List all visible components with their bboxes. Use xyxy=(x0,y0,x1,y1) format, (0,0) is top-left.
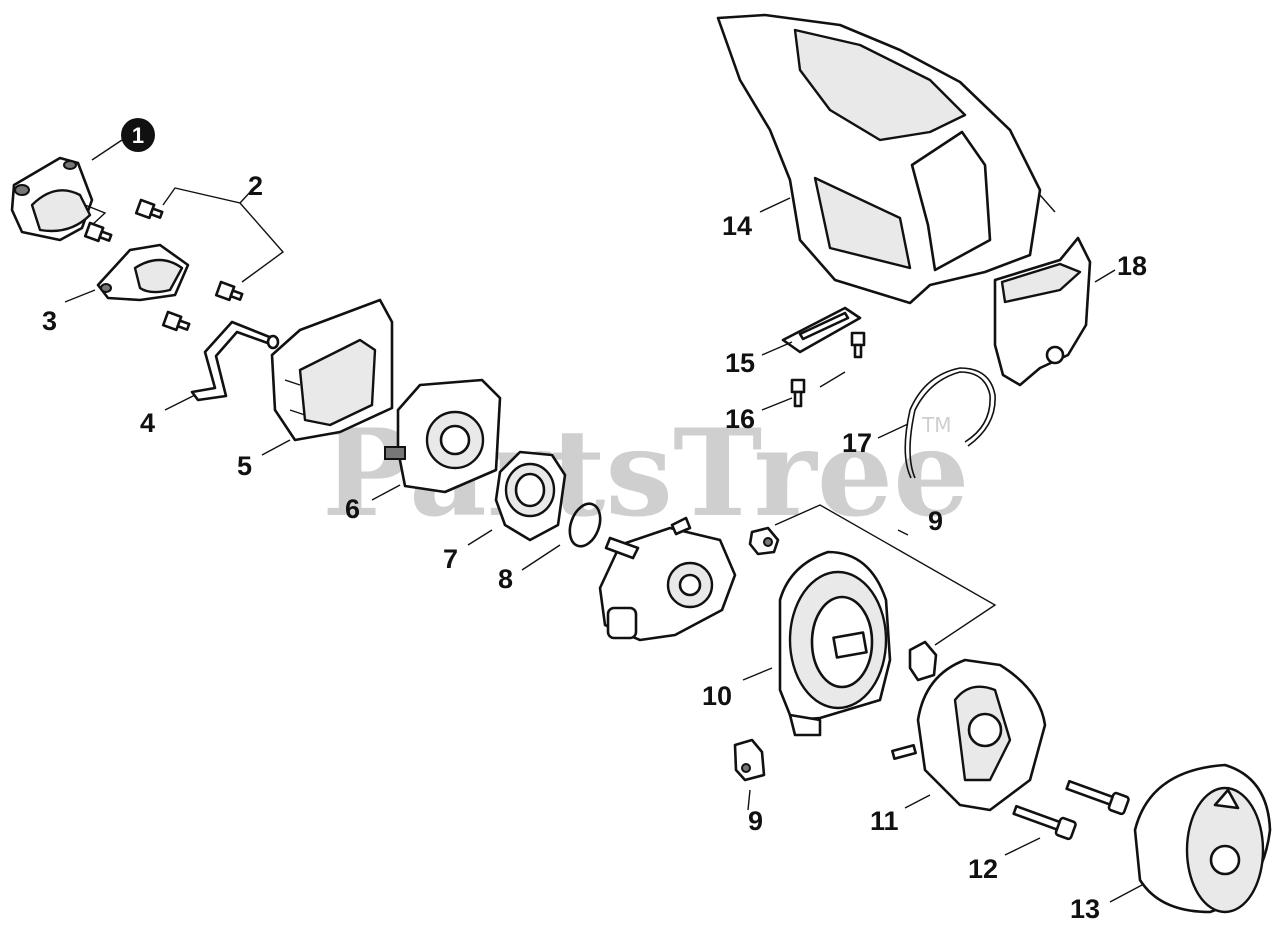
callout-15[interactable]: 15 xyxy=(725,348,755,378)
callout-8[interactable]: 8 xyxy=(498,564,513,594)
callout-13[interactable]: 13 xyxy=(1070,894,1100,924)
part-13-air-filter[interactable] xyxy=(1133,763,1272,914)
callout-4[interactable]: 4 xyxy=(140,408,155,438)
watermark-trademark: TM xyxy=(921,413,951,437)
part-4-hose[interactable] xyxy=(190,320,280,402)
callout-17[interactable]: 17 xyxy=(842,428,872,458)
callout-7[interactable]: 7 xyxy=(443,544,458,574)
part-15-bracket[interactable] xyxy=(781,306,862,354)
callout-12[interactable]: 12 xyxy=(968,854,998,884)
callout-18[interactable]: 18 xyxy=(1117,251,1147,281)
part-7-adapter[interactable] xyxy=(494,450,567,542)
part-6-spacer[interactable] xyxy=(384,378,502,494)
callout-2[interactable]: 2 xyxy=(248,171,263,201)
callout-9-top[interactable]: 9 xyxy=(928,506,943,536)
part-8-o-ring[interactable] xyxy=(564,500,605,551)
carburetor[interactable] xyxy=(598,516,737,642)
part-9-bushing-c[interactable] xyxy=(733,738,766,782)
part-5-plate[interactable] xyxy=(270,298,394,442)
callout-1[interactable]: 1 xyxy=(121,118,155,152)
part-17-spring[interactable] xyxy=(904,367,996,479)
callout-1-label: 1 xyxy=(132,123,144,148)
part-10-housing[interactable] xyxy=(778,550,892,737)
part-9-bushing-a[interactable] xyxy=(748,526,780,556)
part-3-manifold[interactable] xyxy=(96,243,190,302)
callout-16[interactable]: 16 xyxy=(725,404,755,434)
part-2-screws[interactable] xyxy=(83,198,244,333)
callout-3[interactable]: 3 xyxy=(42,306,57,336)
part-18-cover[interactable] xyxy=(993,236,1092,387)
callout-14[interactable]: 14 xyxy=(722,211,752,241)
part-12-screws[interactable] xyxy=(1012,777,1130,841)
part-1-intake-flange[interactable] xyxy=(10,156,107,242)
part-16-screws[interactable] xyxy=(790,331,866,408)
part-14-top-cover[interactable] xyxy=(716,13,1056,305)
callout-6[interactable]: 6 xyxy=(345,494,360,524)
callout-10[interactable]: 10 xyxy=(702,681,732,711)
callout-5[interactable]: 5 xyxy=(237,451,252,481)
callout-11[interactable]: 11 xyxy=(870,806,899,836)
part-9-bushing-b[interactable] xyxy=(908,640,938,682)
part-11-cover[interactable] xyxy=(891,658,1047,812)
leader-lines xyxy=(64,139,1143,903)
callout-9-bottom[interactable]: 9 xyxy=(748,806,763,836)
